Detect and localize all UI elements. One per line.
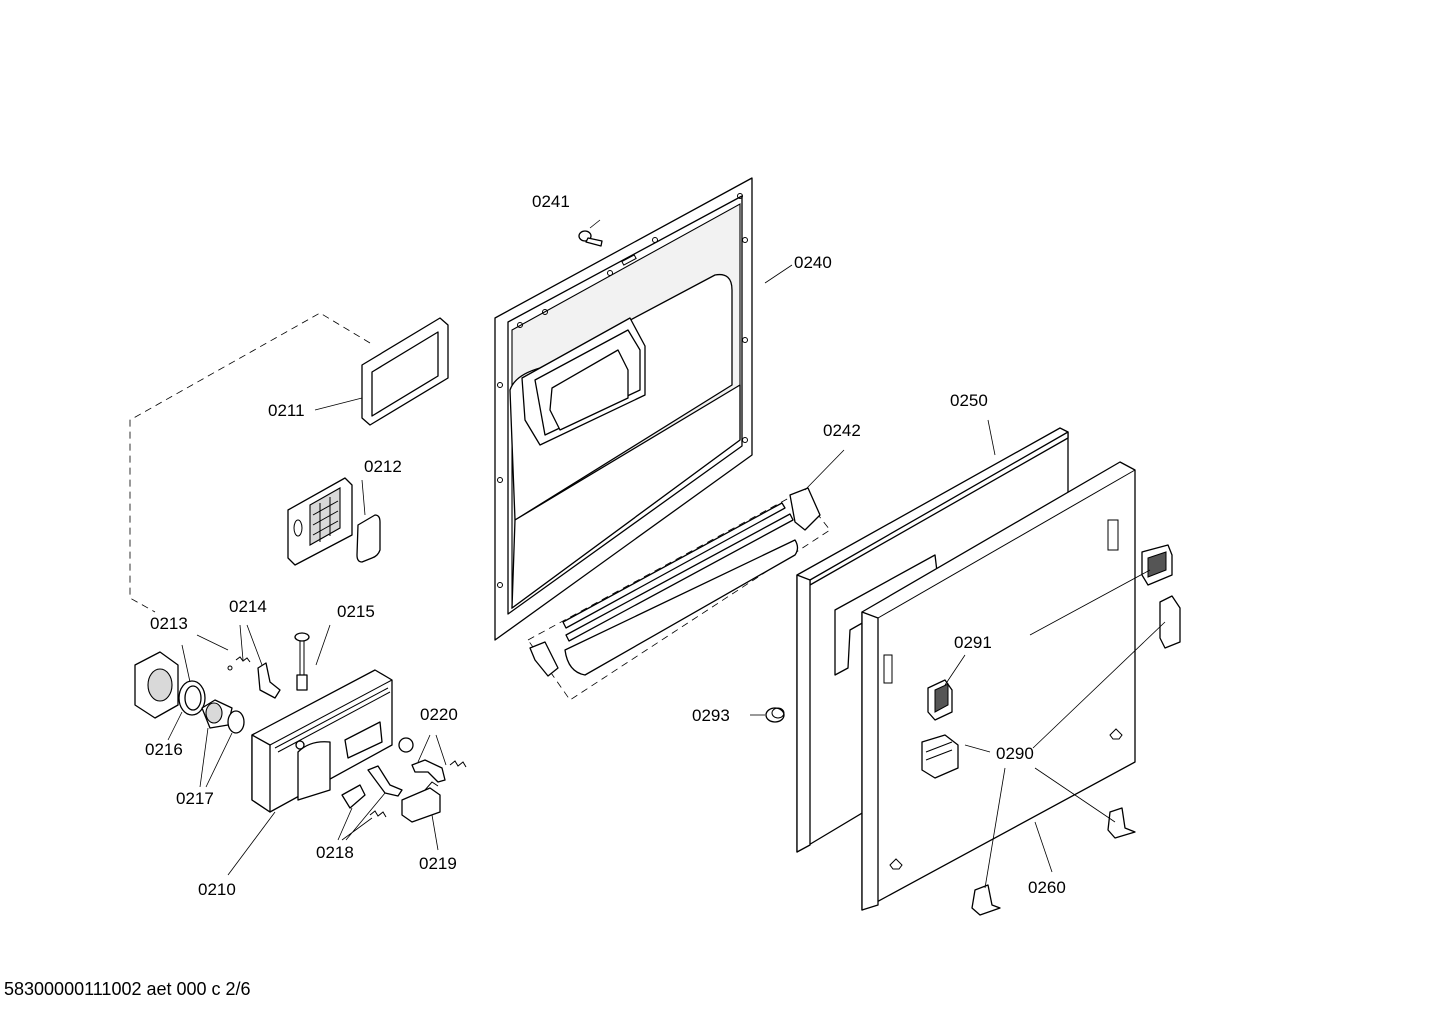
part-0260-decor-panel: [861, 461, 1136, 911]
label-0240: 0240: [794, 253, 832, 272]
label-0217: 0217: [176, 789, 214, 808]
label-0211: 0211: [268, 401, 305, 420]
part-0214-spring-lever: [227, 656, 281, 699]
label-0219: 0219: [419, 854, 457, 873]
part-0220-ball-lever: [398, 737, 467, 783]
part-0293-button: [765, 707, 785, 723]
label-0260: 0260: [1028, 878, 1066, 897]
label-0293: 0293: [692, 706, 730, 725]
label-0290: 0290: [996, 744, 1034, 763]
label-0213: 0213: [150, 614, 188, 633]
part-0291-latch-bracket: [927, 679, 953, 721]
part-0218-levers: [341, 765, 403, 818]
label-0215: 0215: [337, 602, 375, 621]
part-0217-valve: [201, 699, 245, 734]
part-0210-dispenser-unit: [251, 669, 393, 813]
label-0220: 0220: [420, 705, 458, 724]
label-0216: 0216: [145, 740, 183, 759]
part-0241-screw: [578, 230, 603, 247]
label-0241: 0241: [532, 192, 570, 211]
label-0250: 0250: [950, 391, 988, 410]
part-0290-hinge-brackets: [921, 544, 1181, 916]
part-0240-inner-door: [494, 177, 753, 641]
dashed-assembly-outline: [129, 312, 371, 613]
part-0242-seal-strips: [527, 487, 831, 701]
part-0219-switch: [401, 781, 441, 823]
part-0215-pin: [294, 632, 310, 691]
label-0212: 0212: [364, 457, 402, 476]
label-0242: 0242: [823, 421, 861, 440]
part-labels: 0241 0240 0211 0250 0242 0212 0214 0215 …: [145, 192, 1066, 899]
drawing-reference-footer: 58300000111002 aet 000 c 2/6: [4, 979, 251, 999]
part-0213-cap: [134, 651, 179, 719]
part-0212-dispenser-lid: [287, 477, 381, 566]
label-0218: 0218: [316, 843, 354, 862]
part-0216-ring: [178, 680, 206, 716]
label-0214: 0214: [229, 597, 267, 616]
label-0291: 0291: [954, 633, 992, 652]
label-0210: 0210: [198, 880, 236, 899]
leader-lines: [167, 219, 1166, 889]
part-0211-seal-frame: [361, 317, 449, 426]
